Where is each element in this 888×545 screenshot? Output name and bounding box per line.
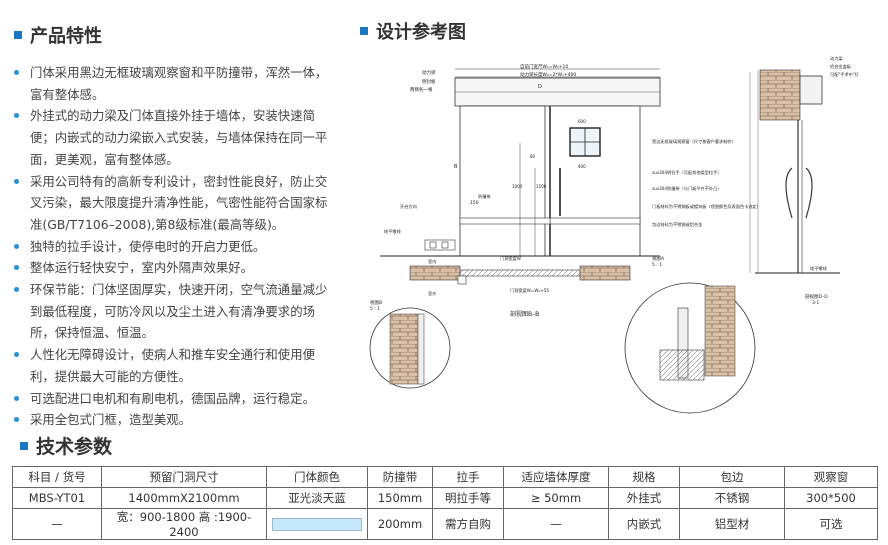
label-section-bb: 剖视图B–B bbox=[510, 310, 539, 318]
label-dim-400: 400 bbox=[578, 164, 586, 169]
label-indoor: 室内 bbox=[428, 258, 436, 265]
label-bumper-note: sus304防撞带（与门板平齐不外凸） bbox=[652, 185, 721, 192]
features-title-text: 产品特性 bbox=[30, 26, 102, 47]
label-power-beam: 动力梁 bbox=[422, 69, 436, 76]
label-dim-w: 门洞宽度W=W₀+55 bbox=[510, 287, 549, 294]
feature-item: 门体采用黑边无框玻璃观察窗和平防撞带，浑然一体，富有整体感。 bbox=[12, 62, 328, 105]
feature-item: 外挂式的动力梁及门体直接外挂于墙体，安装快速简便；内嵌式的动力梁嵌入式安装，与墙… bbox=[12, 105, 328, 170]
cell-edging: 不锈钢 bbox=[679, 487, 785, 509]
label-door-material: 门板材料为不锈钢板或镀锌板（喷塑颜色及表面色卡选定） bbox=[652, 203, 761, 210]
cell-handle: 明拉手等 bbox=[432, 487, 504, 509]
feature-item: 环保节能：门体坚固厚实，快速开闭，空气流通量减少到最低程度，可防冷风以及尘土进入… bbox=[12, 279, 328, 344]
dim-top-2: 动力梁长度W₂=2*W₁+400 bbox=[520, 71, 576, 78]
label-section-dd-scale: 3:1 bbox=[812, 300, 819, 306]
label-window-note: 黑边无框玻璃观察窗（尺寸按客户要求制作） bbox=[652, 138, 736, 145]
label-right-hand: 可配"手术中"灯 bbox=[830, 71, 860, 78]
label-ground-left: 地平零线 bbox=[384, 228, 402, 235]
label-dim-b: B bbox=[454, 164, 458, 170]
label-guide-rail: 侧封板 bbox=[422, 78, 436, 85]
label-dim-1000: 1000 bbox=[512, 184, 523, 189]
cell-wall-thickness: — bbox=[503, 508, 609, 540]
label-outdoor: 室外 bbox=[428, 290, 437, 297]
cell-door-color bbox=[266, 508, 368, 540]
cell-door-color: 亚光淡天蓝 bbox=[266, 487, 368, 509]
feature-item: 可选配进口电机和有刷电机，德国品牌，运行稳定。 bbox=[12, 388, 328, 410]
label-dim-1500: 1500 bbox=[536, 184, 547, 189]
cell-wall-thickness: ≥ 50mm bbox=[503, 487, 609, 509]
section-square-icon bbox=[360, 27, 368, 35]
feature-item: 整体运行轻快安宁，室内外隔声效果好。 bbox=[12, 257, 328, 279]
label-dim-600: 600 bbox=[578, 119, 586, 124]
cell-bumper: 200mm bbox=[367, 508, 433, 540]
label-seal-strip: 防撞带 bbox=[478, 193, 491, 200]
cell-bumper: 150mm bbox=[367, 487, 433, 509]
feature-item: 人性化无障碍设计，使病人和推车安全通行和使用便利，提供最大可能的方便性。 bbox=[12, 344, 328, 387]
label-open-dir: 开启方向 bbox=[400, 203, 417, 210]
header-wall-thickness: 适应墙体厚度 bbox=[503, 466, 609, 488]
section-square-icon bbox=[20, 441, 28, 450]
table-row: — 宽：900-1800 高 :1900-2400 200mm 需方自购 — 内… bbox=[12, 508, 878, 540]
label-dim-d: D bbox=[538, 84, 542, 90]
header-model: 科目 / 货号 bbox=[12, 466, 102, 488]
label-frame-note: 包边材料为不锈钢或铝合金 bbox=[652, 221, 703, 228]
features-list: 门体采用黑边无框玻璃观察窗和平防撞带，浑然一体，富有整体感。 外挂式的动力梁及门… bbox=[12, 62, 328, 431]
table-header-row: 科目 / 货号 预留门洞尺寸 门体颜色 防撞带 拉手 适应墙体厚度 规格 包边 … bbox=[12, 466, 878, 488]
section-square-icon bbox=[14, 31, 22, 39]
label-right-ground: 地平零线 bbox=[810, 265, 828, 272]
feature-item: 独特的拉手设计，使停电时的开启力更低。 bbox=[12, 236, 328, 258]
table-row: MBS-YT01 1400mmX2100mm 亚光淡天蓝 150mm 明拉手等 … bbox=[12, 487, 878, 509]
label-dim-150: 150 bbox=[470, 200, 479, 206]
dim-top-1: 自前门宽尺W₁=W₀+10 bbox=[520, 63, 568, 70]
design-section-title: 设计参考图 bbox=[360, 18, 466, 44]
header-handle: 拉手 bbox=[432, 466, 504, 488]
tech-spec-table: 科目 / 货号 预留门洞尺寸 门体颜色 防撞带 拉手 适应墙体厚度 规格 包边 … bbox=[12, 466, 878, 540]
cell-opening-size: 宽：900-1800 高 :1900-2400 bbox=[101, 508, 267, 540]
header-spec: 规格 bbox=[608, 466, 680, 488]
label-view-b: 视图B bbox=[370, 299, 382, 306]
label-right-beam: 动力梁 bbox=[830, 55, 843, 62]
header-edging: 包边 bbox=[679, 466, 785, 488]
label-view-b-scale: 5 : 1 bbox=[370, 306, 380, 312]
cell-edging: 铝型材 bbox=[679, 508, 785, 540]
label-right-alloy: 铝合金盖板 bbox=[830, 63, 852, 70]
cell-spec: 内嵌式 bbox=[608, 508, 680, 540]
tech-title-text: 技术参数 bbox=[36, 436, 113, 458]
cell-spec: 外挂式 bbox=[608, 487, 680, 509]
label-dim-80: 80 bbox=[530, 154, 536, 159]
header-opening-size: 预留门洞尺寸 bbox=[101, 466, 267, 488]
label-view-a: 视图A bbox=[652, 255, 665, 262]
header-door-color: 门体颜色 bbox=[266, 466, 368, 488]
cell-model: — bbox=[12, 508, 102, 540]
design-reference-drawing: 自前门宽尺W₁=W₀+10 动力梁长度W₂=2*W₁+400 动力梁 侧封板 两… bbox=[369, 55, 860, 414]
label-section-dd: 剖视图D–D bbox=[805, 293, 828, 300]
label-handle-note: sus304明拉手（可配其他类型拉手） bbox=[652, 169, 721, 176]
cell-opening-size: 1400mmX2100mm bbox=[101, 487, 267, 509]
cell-model: MBS-YT01 bbox=[12, 487, 102, 509]
tech-section-title: 技术参数 bbox=[20, 432, 112, 459]
features-section-title: 产品特性 bbox=[14, 22, 102, 48]
header-window: 观察窗 bbox=[784, 466, 878, 488]
label-door-width: 门洞宽度W bbox=[500, 255, 521, 262]
label-wall-side: 两侧各一根 bbox=[410, 86, 433, 93]
design-title-text: 设计参考图 bbox=[376, 22, 466, 43]
cell-window: 可选 bbox=[784, 508, 878, 540]
feature-item: 采用全包式门框，造型美观。 bbox=[12, 409, 328, 431]
cell-window: 300*500 bbox=[784, 487, 878, 509]
color-swatch bbox=[272, 518, 362, 531]
cell-handle: 需方自购 bbox=[432, 508, 504, 540]
header-bumper: 防撞带 bbox=[367, 466, 433, 488]
feature-item: 采用公司特有的高新专利设计，密封性能良好，防止交叉污染，最大限度提升清净性能，气… bbox=[12, 171, 328, 236]
label-view-a-scale: 5 : 1 bbox=[652, 262, 662, 268]
